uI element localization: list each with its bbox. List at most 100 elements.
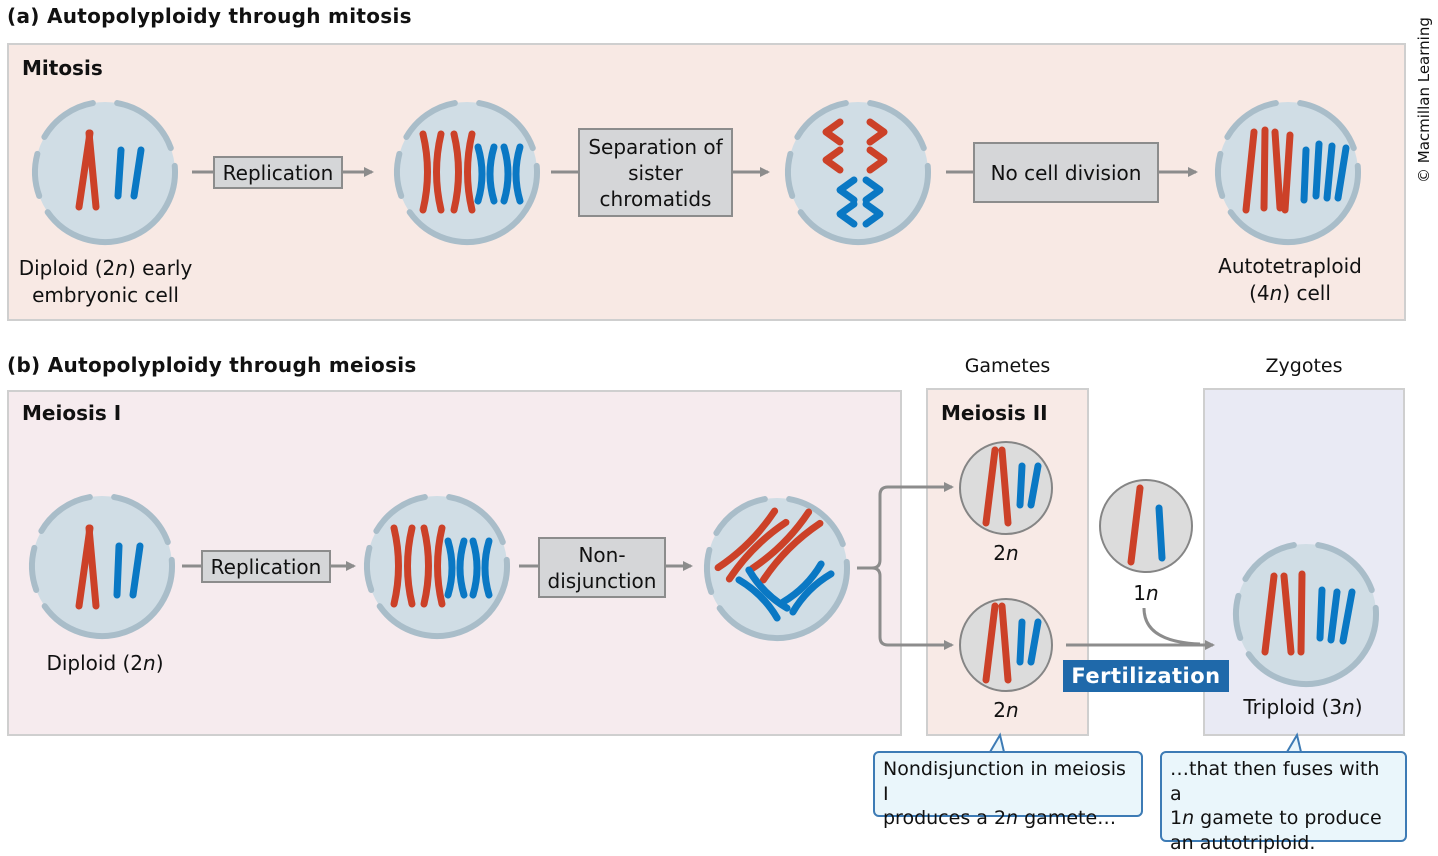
caption-part: (4 (1249, 281, 1270, 305)
replicated-chromosome (714, 507, 790, 583)
caption-part: ) cell (1282, 281, 1331, 305)
callout-text: produces a 2 (883, 807, 1007, 830)
meiosis-2-label: Meiosis II (941, 401, 1048, 425)
callout-right-pointer (1286, 732, 1302, 753)
normal-gamete-label: 1n (1106, 580, 1186, 607)
nondisjunction-line-2: disjunction (547, 568, 657, 593)
diploid-caption: Diploid (2n) (25, 650, 185, 677)
chromosome (1260, 126, 1269, 212)
nondisjunction-cell (704, 496, 850, 641)
chromosome (113, 542, 123, 599)
chromatid (862, 200, 884, 228)
chromatid (822, 146, 844, 174)
chromosome (114, 146, 125, 200)
replication-step-b: Replication (201, 550, 331, 583)
separation-line-2: sister (628, 160, 683, 185)
chromosome (1242, 128, 1258, 214)
replicated-chromosome (420, 524, 446, 608)
replicated-chromosome (469, 537, 493, 599)
chromosome (1327, 588, 1341, 644)
triploid-zygote (1233, 542, 1379, 687)
diploid-early-caption: Diploid (2n) early embryonic cell (13, 255, 198, 309)
callout-text: gamete to produce (1194, 807, 1382, 830)
chromosome (1016, 618, 1026, 666)
chromosome (1261, 572, 1278, 656)
callout-text: 1 (1170, 807, 1183, 830)
mitosis-label: Mitosis (22, 56, 103, 80)
replicated-cell-a (394, 100, 540, 245)
no-division-step: No cell division (973, 142, 1159, 203)
callout-text: gamete… (1018, 807, 1117, 830)
no-division-text: No cell division (990, 160, 1142, 185)
chromosome (1300, 146, 1310, 204)
chromosome (85, 129, 100, 211)
chromosome (85, 524, 100, 610)
callout-left-pointer (989, 732, 1005, 753)
chromatid (836, 200, 858, 228)
chromatid (836, 176, 858, 204)
replication-step-a: Replication (213, 156, 343, 189)
zygotes-heading: Zygotes (1265, 355, 1343, 377)
separation-line-3: chromatids (599, 186, 712, 211)
caption-part: ) early (127, 256, 193, 280)
callout-nondisjunction: Nondisjunction in meiosis I produces a 2… (873, 751, 1143, 829)
chromosome (1281, 131, 1294, 214)
callout-italic-n: n (1182, 807, 1195, 830)
chromosome (1334, 144, 1350, 202)
caption-part: Autotetraploid (1218, 254, 1362, 278)
chromosome (1316, 586, 1326, 642)
replicated-chromosome (735, 566, 791, 622)
replicated-chromosome (779, 560, 835, 616)
chromosome (1027, 618, 1042, 666)
gamete-2n-top (959, 441, 1053, 535)
chromosome (1127, 484, 1144, 566)
arrow-fertilization (1066, 607, 1215, 650)
replicated-chromosome (444, 537, 468, 599)
gamete-1n (1099, 479, 1193, 573)
diploid-cell-a (32, 100, 178, 245)
chromosome (1271, 128, 1284, 212)
chromatid (866, 118, 888, 146)
label-italic-n: n (1006, 541, 1019, 565)
triploid-caption: Triploid (3n) (1213, 694, 1393, 721)
label-italic-n: n (1146, 581, 1159, 605)
gametes-heading: Gametes (964, 355, 1051, 377)
replicated-chromosome (450, 130, 476, 214)
replicated-chromosome (500, 143, 524, 205)
chromosome (129, 542, 144, 599)
caption-part: Diploid (2 (46, 651, 144, 675)
meiosis-1-label: Meiosis I (22, 401, 122, 425)
chromatid (862, 176, 884, 204)
label-part: 1 (1133, 581, 1147, 605)
gamete-bottom-label: 2n (966, 697, 1046, 724)
replicated-chromosome (748, 508, 824, 584)
chromosome (1016, 462, 1026, 509)
caption-italic-n: n (1269, 281, 1283, 305)
separation-line-1: Separation of (588, 134, 723, 159)
chromosome (998, 446, 1012, 527)
caption-part: Triploid (3 (1243, 695, 1343, 719)
label-italic-n: n (1006, 698, 1019, 722)
chromosome (1297, 570, 1306, 656)
label-part: 2 (993, 698, 1007, 722)
caption-part: embryonic cell (32, 283, 179, 307)
chromatid (866, 146, 888, 174)
chromosome (982, 446, 999, 527)
chromatid (822, 118, 844, 146)
caption-part: ) (1354, 695, 1363, 719)
chromosome (1323, 142, 1336, 202)
chromosome (1339, 588, 1356, 645)
replicated-chromosome (390, 524, 416, 608)
chromosome (982, 602, 999, 684)
replication-step-b-text: Replication (210, 554, 322, 579)
chromosome (1155, 504, 1166, 562)
panel-a-title: (a) Autopolyploidy through mitosis (7, 4, 412, 28)
caption-part: ) (155, 651, 164, 675)
fertilization-label: Fertilization (1063, 660, 1229, 692)
replicated-chromosome (474, 143, 498, 205)
caption-italic-n: n (143, 651, 156, 675)
label-part: 2 (993, 541, 1007, 565)
gamete-top-label: 2n (966, 540, 1046, 567)
nondisjunction-line-1: Non- (578, 542, 626, 567)
